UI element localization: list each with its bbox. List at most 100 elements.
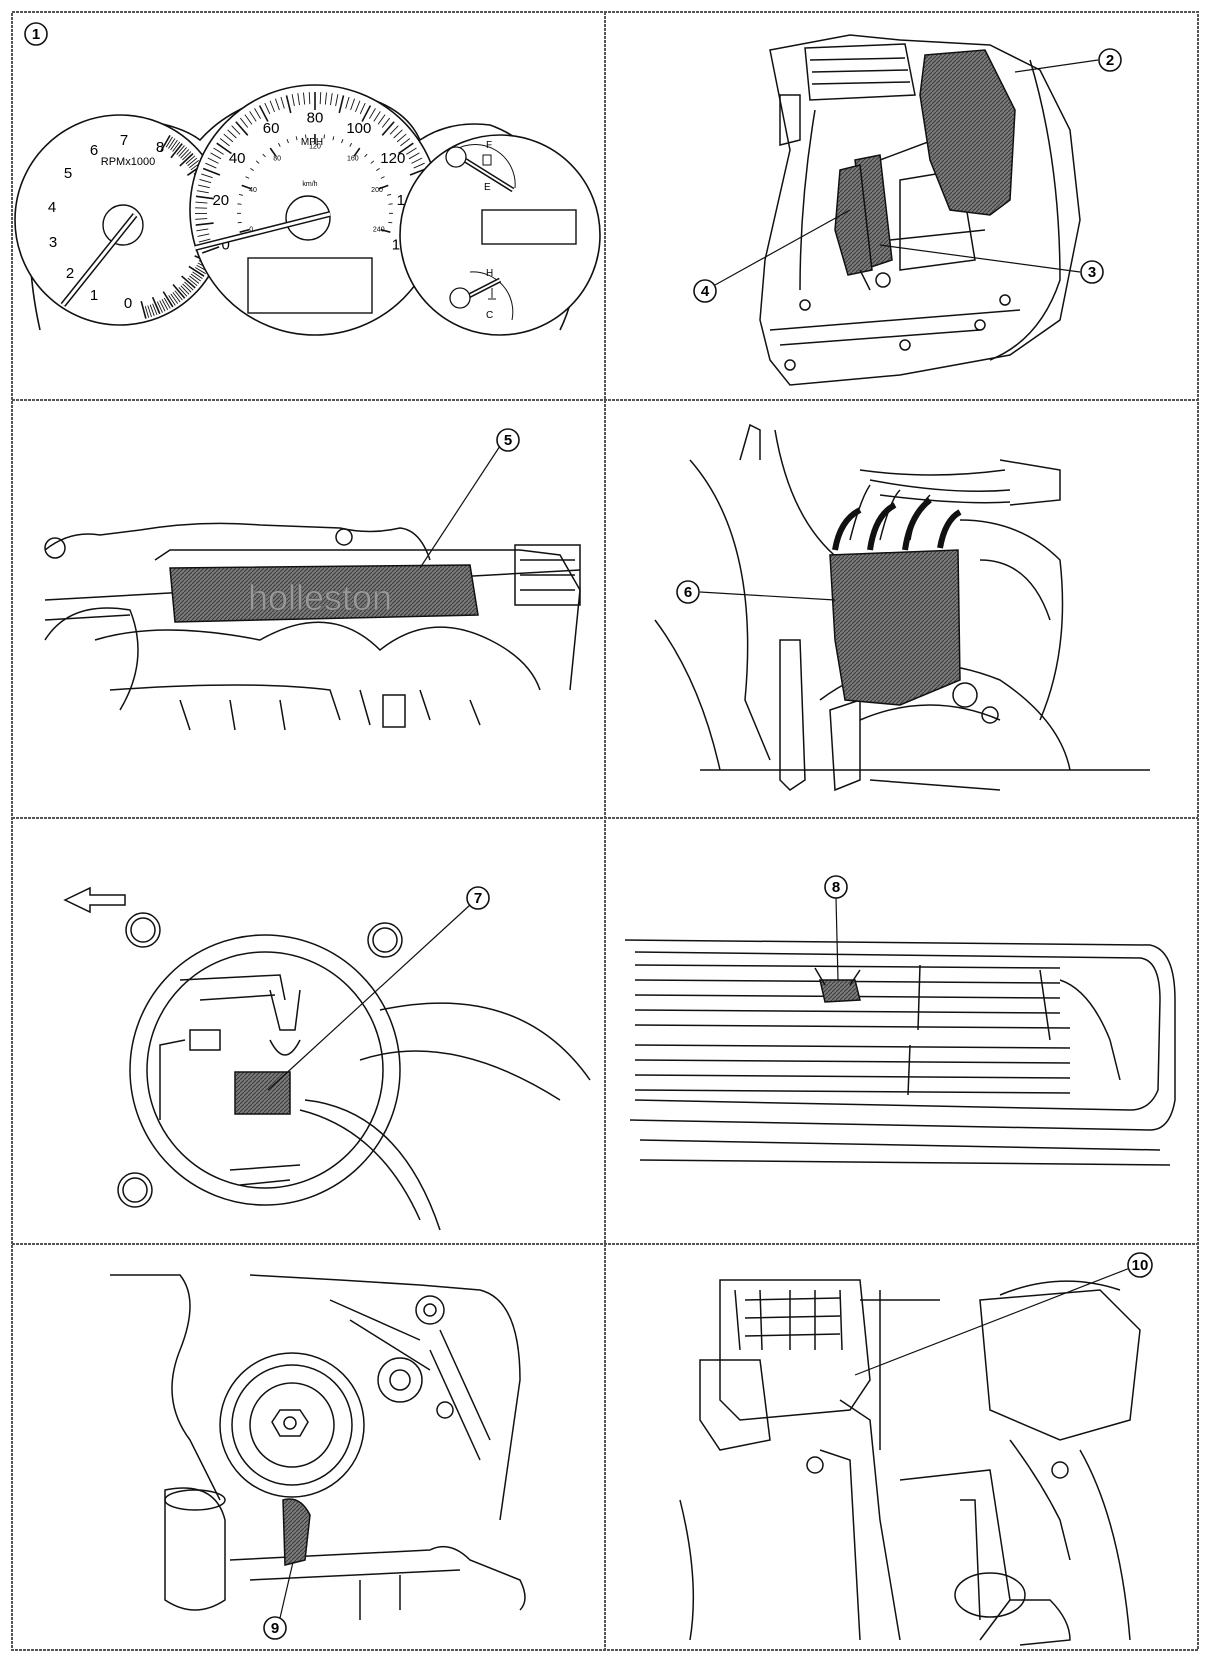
speed-tick	[373, 111, 381, 122]
speed-tick	[345, 96, 350, 109]
fuel-sender-connector	[234, 1071, 291, 1115]
speed-tick	[359, 102, 366, 115]
tach-tick	[168, 138, 176, 149]
kmh-tick	[245, 176, 250, 179]
fuel-pump-icon	[482, 154, 492, 166]
kmh-tick	[332, 136, 335, 141]
tach-number: 0	[124, 295, 132, 312]
kmh-tick	[262, 153, 266, 158]
callout-8: 8	[824, 875, 848, 899]
speed-number: 100	[346, 120, 371, 137]
speed-tick	[303, 92, 306, 105]
temp-hot-label: H	[486, 268, 493, 279]
speed-tick	[227, 129, 237, 139]
speed-number: 20	[212, 192, 229, 209]
speed-tick	[195, 201, 208, 204]
kmh-tick	[378, 184, 389, 190]
tach-tick	[170, 143, 183, 159]
kmh-tick	[239, 228, 250, 233]
speed-tick	[249, 111, 257, 122]
speed-tick	[207, 157, 219, 164]
panel-abs-actuator	[654, 423, 1150, 792]
panel-ecm: holleston	[44, 445, 581, 731]
kmh-number: 120	[309, 143, 321, 150]
kmh-tick	[255, 160, 260, 164]
component-4-box	[834, 164, 873, 276]
speed-tick	[210, 152, 222, 160]
tach-tick	[161, 299, 169, 311]
tach-tick	[188, 265, 205, 277]
speed-tick	[381, 117, 391, 128]
kmh-tick	[237, 221, 242, 224]
speed-tick	[308, 92, 311, 105]
kmh-number: 40	[249, 187, 257, 194]
tach-tick	[179, 153, 194, 167]
tach-tick	[140, 300, 147, 319]
speed-tick	[196, 228, 209, 232]
svg-text:1: 1	[32, 26, 40, 43]
tach-tick	[172, 284, 186, 299]
tach-tick	[170, 293, 179, 304]
speed-tick	[235, 121, 249, 136]
callout-10: 10	[1127, 1252, 1153, 1278]
speed-tick	[381, 121, 395, 136]
tach-tick	[156, 301, 163, 313]
kmh-tick	[286, 139, 289, 144]
speed-tick	[291, 94, 295, 107]
tach-tick	[159, 300, 166, 312]
tach-tick	[189, 159, 200, 169]
speed-tick	[280, 96, 285, 109]
speed-tick	[335, 94, 339, 107]
tach-tick	[195, 267, 206, 275]
speed-tick	[396, 133, 407, 143]
tach-number: 3	[49, 234, 57, 251]
speed-tick	[393, 129, 403, 139]
callout-2: 2	[1098, 48, 1122, 72]
crank-sensor-box	[282, 1498, 311, 1566]
trip-display	[481, 209, 577, 245]
tach-tick	[182, 283, 192, 293]
tach-tick	[178, 147, 188, 157]
svg-text:6: 6	[684, 584, 692, 601]
svg-text:2: 2	[1106, 52, 1114, 69]
kmh-tick	[349, 142, 353, 147]
speed-number: 60	[263, 120, 280, 137]
tach-tick	[182, 151, 192, 161]
speed-tick	[201, 246, 220, 254]
speed-tick	[195, 218, 208, 220]
component-8-box	[819, 979, 861, 1003]
callout-7: 7	[466, 886, 490, 910]
tach-tick	[184, 281, 194, 291]
speed-tick	[198, 238, 211, 243]
speed-tick	[213, 147, 224, 155]
kmh-tick	[380, 176, 385, 179]
speed-tick	[197, 233, 210, 237]
kmh-number: 0	[249, 227, 253, 234]
tach-tick	[187, 157, 198, 167]
tach-tick	[178, 287, 188, 297]
speed-tick	[254, 108, 261, 119]
speed-number: 0	[222, 237, 230, 254]
panel-fuel-sender	[63, 886, 591, 1231]
speed-tick	[319, 92, 322, 105]
kmh-tick	[353, 147, 361, 157]
callout-4: 4	[693, 279, 717, 303]
tach-tick	[192, 271, 203, 280]
tach-unit-label: RPMx1000	[101, 156, 155, 168]
tach-tick	[163, 297, 171, 309]
kmh-unit-label: km/h	[302, 181, 317, 188]
speed-tick	[205, 162, 217, 169]
component-2-box	[919, 49, 1016, 216]
speed-tick	[219, 138, 230, 147]
speed-tick	[413, 162, 425, 169]
kmh-tick	[269, 147, 277, 157]
svg-text:8: 8	[832, 879, 840, 896]
fuel-empty-label: E	[484, 182, 491, 193]
kmh-tick	[241, 184, 252, 190]
tach-tick	[151, 296, 161, 315]
speed-tick	[196, 190, 209, 194]
svg-text:4: 4	[701, 283, 710, 300]
speed-unit-label: MPH	[301, 137, 323, 148]
